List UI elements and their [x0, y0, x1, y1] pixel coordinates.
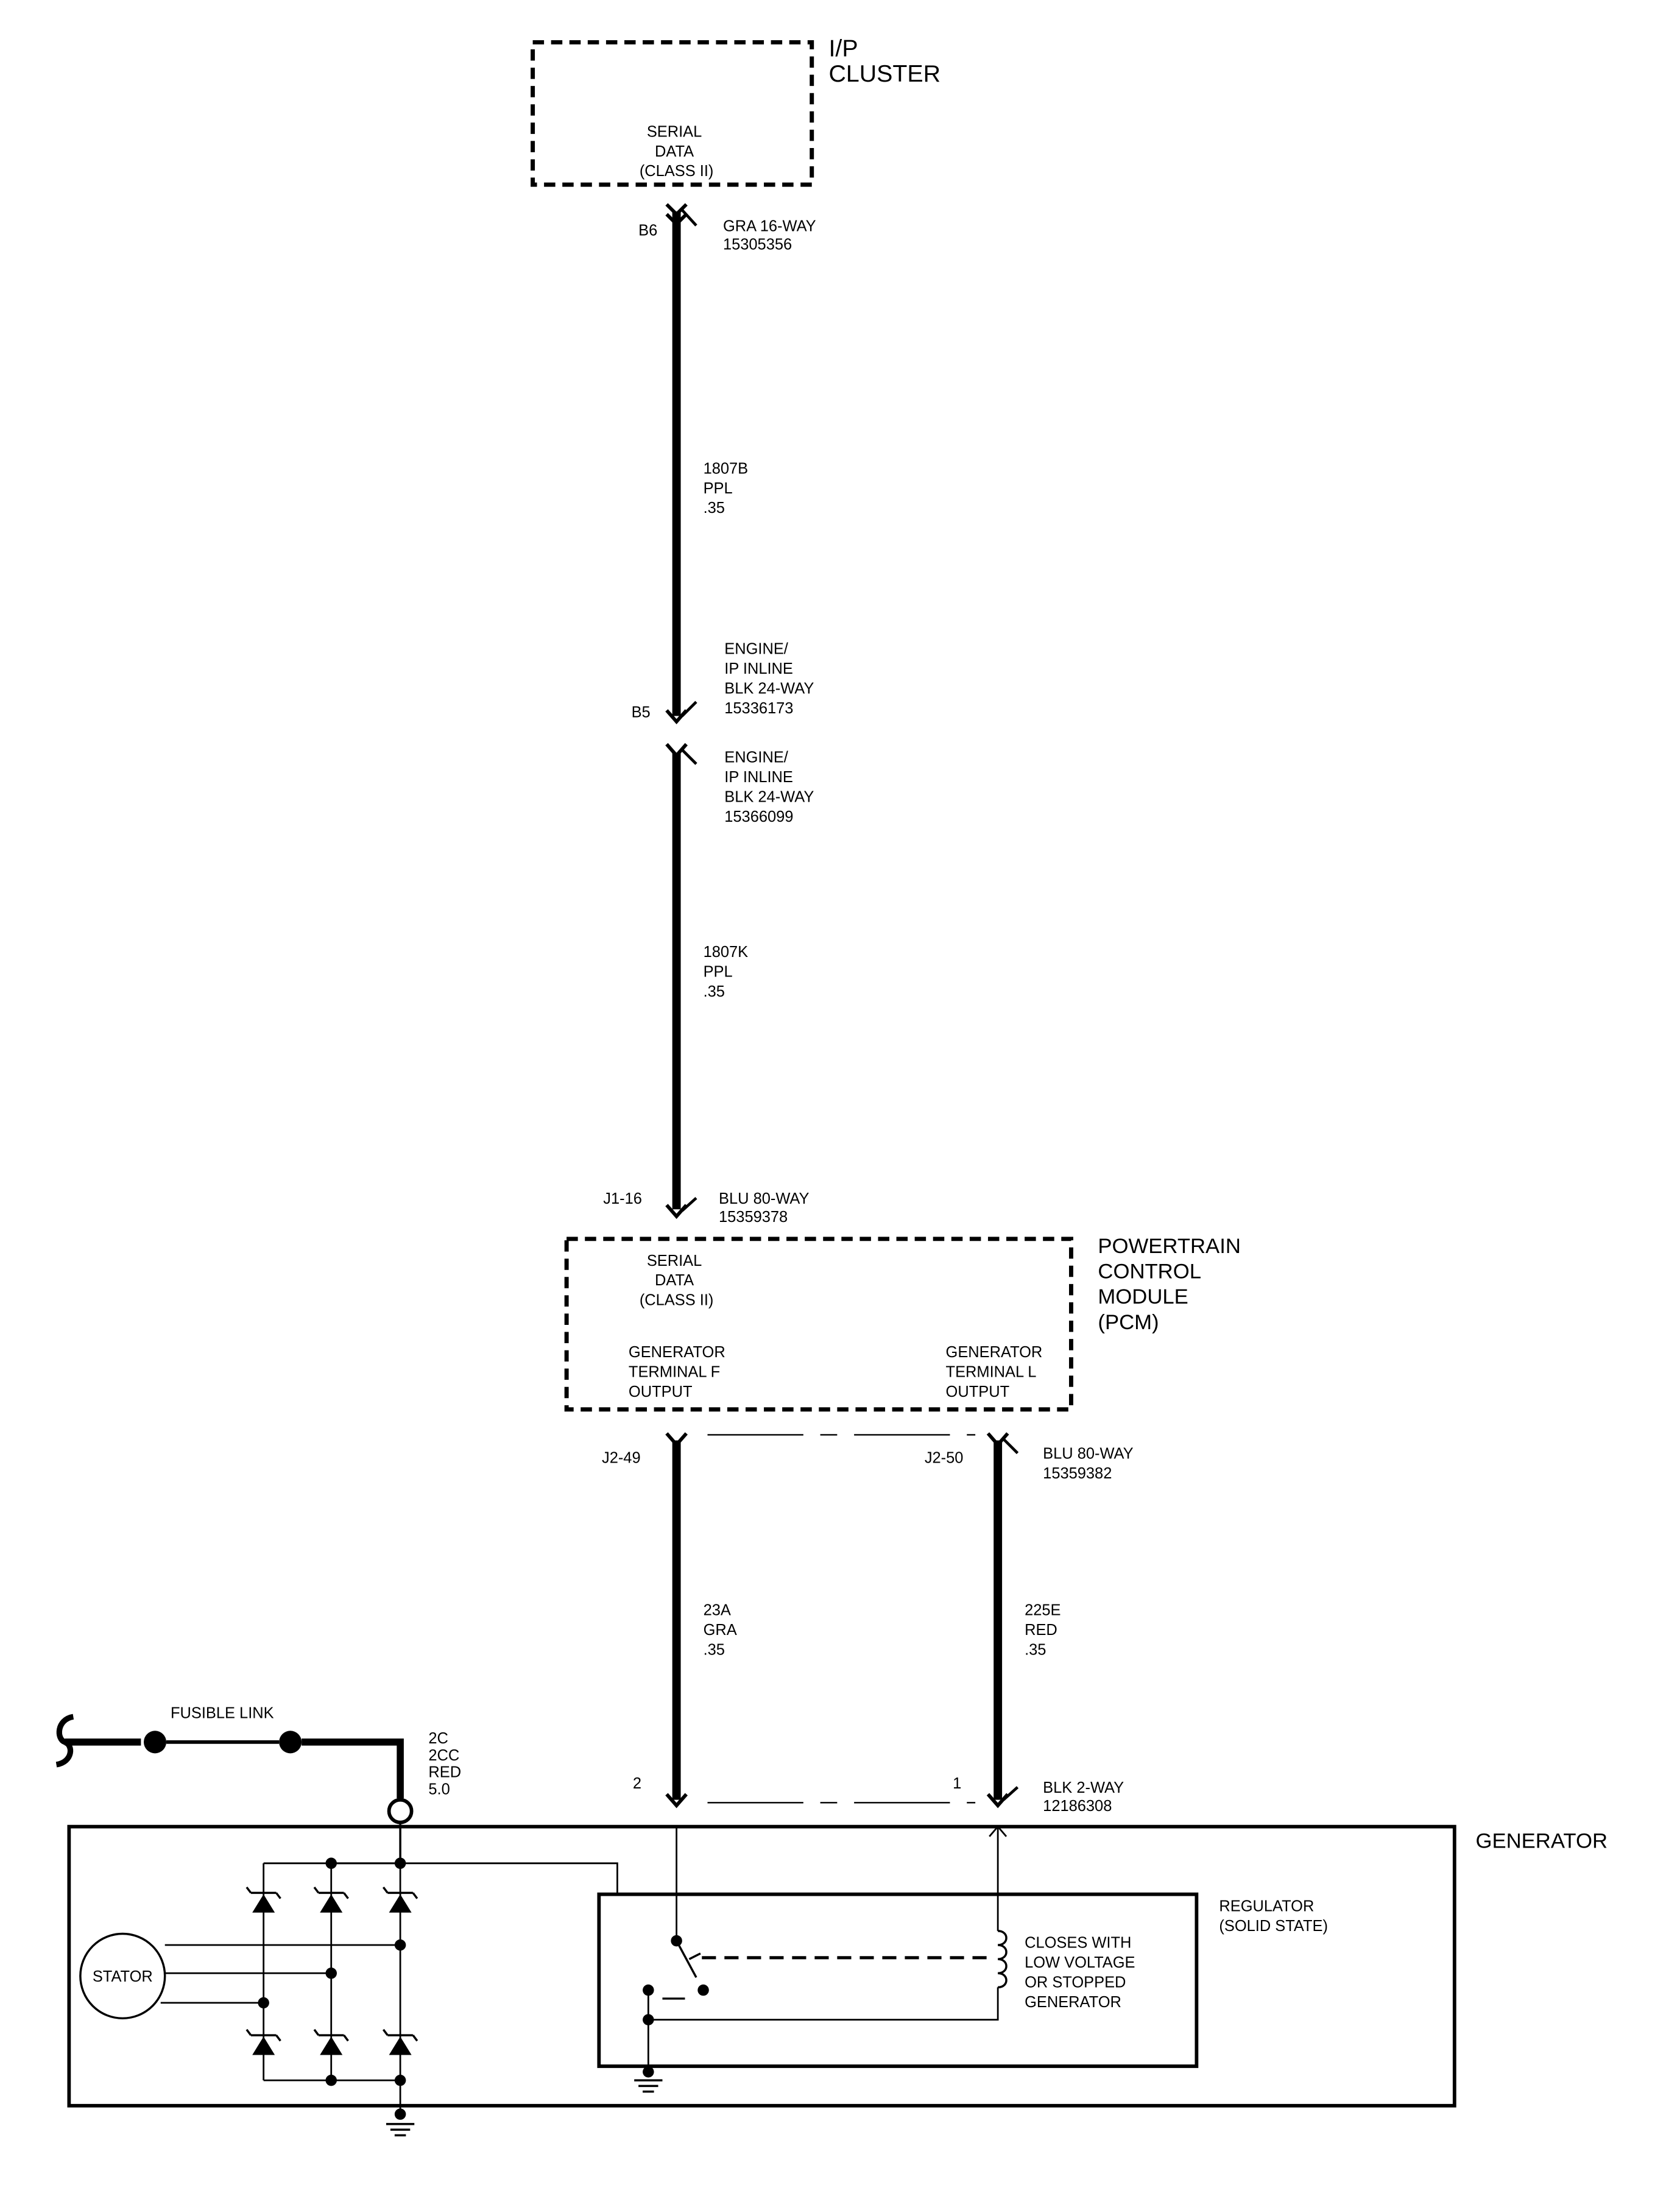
connector-j2-leader	[1002, 1438, 1019, 1455]
generator-box	[67, 1824, 1456, 2108]
generator-title: GENERATOR	[1476, 1829, 1608, 1852]
connector-gen-leader	[1002, 1786, 1019, 1801]
regulator-box	[597, 1892, 1199, 2068]
ip-cluster-title: CLUSTER	[828, 60, 941, 87]
rectifier-diode	[245, 1887, 281, 1913]
connector-b6-pin: B6	[638, 222, 657, 239]
relay-coil	[997, 1930, 1008, 1989]
wire-1807b-label: 1807B PPL .35	[704, 460, 753, 517]
regulator-l-arrow	[989, 1825, 1008, 1837]
rectifier-diode	[313, 1887, 349, 1913]
pcm-box	[564, 1237, 1073, 1412]
wire-1807k-label: 1807K PPL .35	[704, 944, 753, 1000]
connector-j1-desc: BLU 80-WAY 15359378	[719, 1190, 814, 1226]
rectifier-node	[394, 1939, 406, 1951]
rectifier-node	[325, 1857, 337, 1869]
regulator-ground-node	[643, 2066, 654, 2078]
connector-j1-pin: J1-16	[603, 1190, 642, 1207]
fusible-link-label: FUSIBLE LINK	[171, 1704, 274, 1721]
rectifier-diode	[382, 1887, 418, 1913]
connector-j2-desc: BLU 80-WAY 15359382	[1043, 1446, 1138, 1482]
connector-gen-pin-1: 1	[953, 1775, 961, 1792]
wire-2c-label: 2C 2CC RED 5.0	[428, 1730, 465, 1798]
connector-j1-leader	[681, 1196, 697, 1212]
relay-contact	[697, 1984, 709, 1996]
rectifier-diode	[313, 2028, 349, 2055]
stator-label: STATOR	[93, 1968, 153, 1985]
ip-cluster-title: I/P	[828, 35, 858, 62]
pcm-generator-f-output: GENERATOR TERMINAL F OUTPUT	[629, 1344, 730, 1400]
connector-b5-pin: B5	[632, 704, 651, 721]
rectifier-node	[325, 2074, 337, 2086]
ip-cluster-box	[531, 40, 814, 187]
stator-symbol	[79, 1932, 166, 2020]
ground-symbol	[386, 2123, 415, 2137]
pcm-title: POWERTRAIN CONTROL MODULE (PCM)	[1098, 1235, 1246, 1334]
connector-b5-leader	[681, 701, 697, 718]
connector-j2-pin-49: J2-49	[602, 1450, 641, 1467]
generator-bat-terminal	[387, 1798, 414, 1824]
connector-b5-lower-desc: ENGINE/ IP INLINE BLK 24-WAY 15366099	[724, 749, 818, 825]
connector-gen-pin-2: 2	[633, 1775, 641, 1792]
rectifier-node	[394, 1857, 406, 1869]
fusible-link-node	[144, 1731, 167, 1754]
rectifier-diode	[245, 2028, 281, 2055]
connector-j2-pin-50: J2-50	[925, 1450, 964, 1467]
relay-switch-arm	[676, 1940, 697, 1979]
regulator-supply-wire	[331, 1862, 618, 1894]
rectifier-diode	[382, 2028, 418, 2055]
ip-cluster-serial-data: SERIAL DATA (CLASS II)	[640, 123, 714, 180]
regulator-ground-wire	[648, 1987, 999, 2021]
connector-b6-leader	[681, 209, 697, 227]
regulator-label: REGULATOR (SOLID STATE)	[1219, 1898, 1328, 1934]
wire-23a-label: 23A GRA .35	[704, 1602, 741, 1659]
connector-b5-leader	[681, 749, 697, 765]
rectifier-node	[258, 1997, 269, 2009]
fusible-link-node	[279, 1731, 302, 1754]
connector-gen-pin2-symbol	[665, 1793, 688, 1809]
connector-gen-desc: BLK 2-WAY 12186308	[1043, 1779, 1128, 1815]
connector-b6-symbol	[665, 203, 688, 227]
relay-switch-arm	[688, 1952, 701, 1960]
rectifier-node	[325, 1968, 337, 1979]
wire-2c	[302, 1739, 404, 1799]
connector-b5-upper-desc: ENGINE/ IP INLINE BLK 24-WAY 15336173	[724, 641, 818, 717]
relay-description: CLOSES WITH LOW VOLTAGE OR STOPPED GENER…	[1025, 1935, 1139, 2011]
connector-b6-desc: GRA 16-WAY 15305356	[723, 217, 821, 253]
pcm-generator-l-output: GENERATOR TERMINAL L OUTPUT	[946, 1344, 1047, 1400]
rectifier-node	[394, 2074, 406, 2086]
generator-ground-node	[394, 2108, 406, 2120]
pcm-serial-data: SERIAL DATA (CLASS II)	[640, 1252, 714, 1309]
wire-225e-label: 225E RED .35	[1025, 1602, 1065, 1659]
ground-symbol	[634, 2079, 663, 2093]
